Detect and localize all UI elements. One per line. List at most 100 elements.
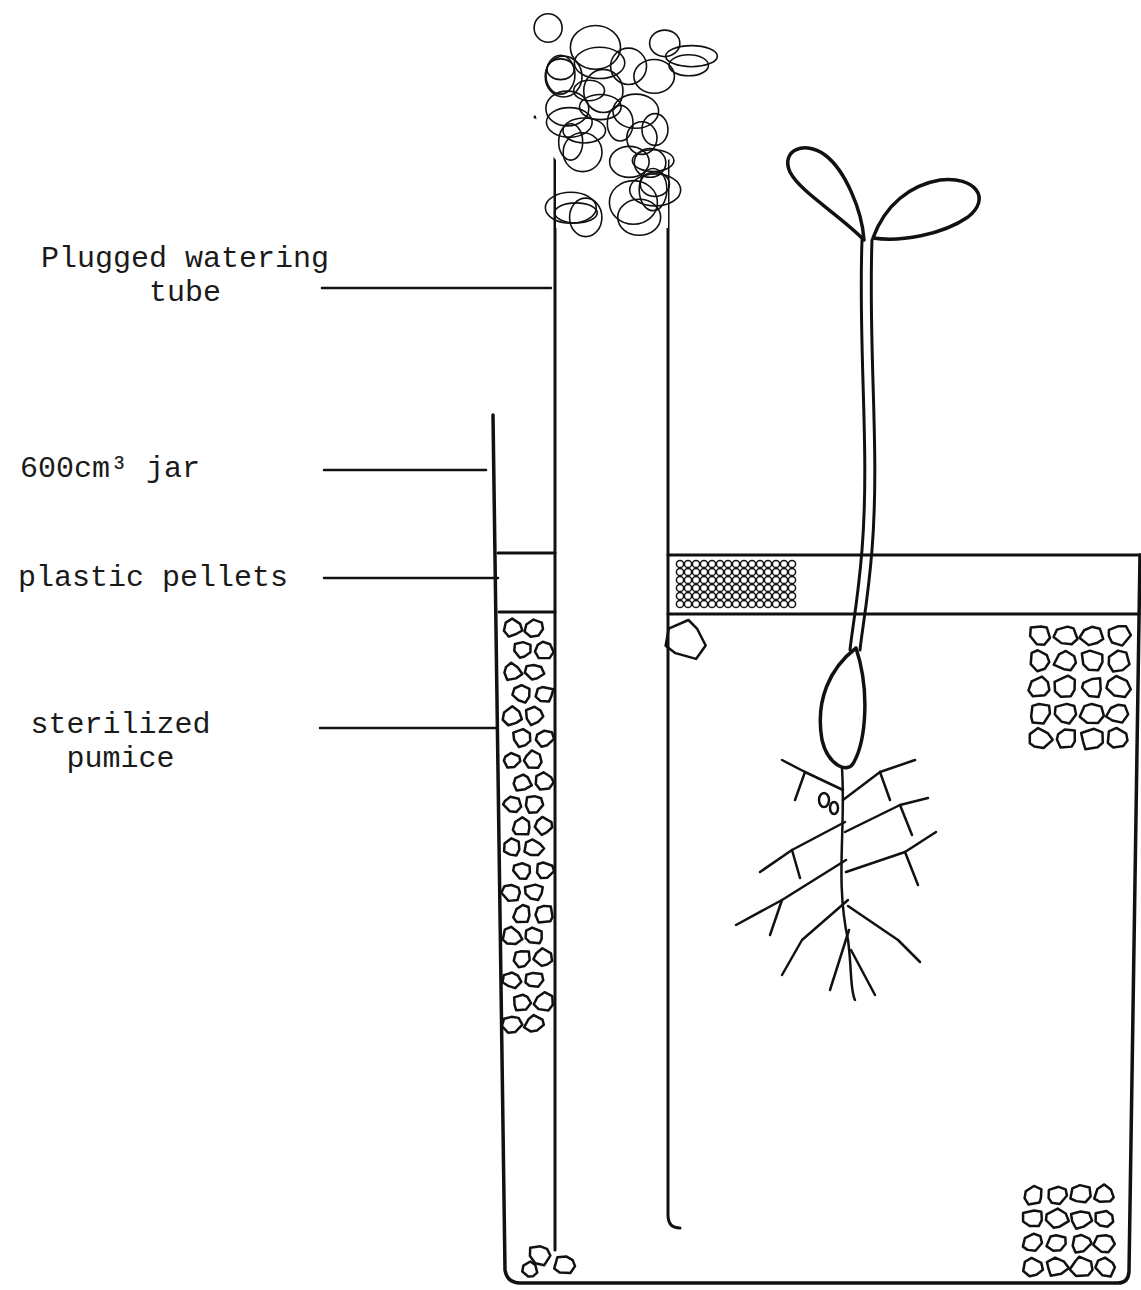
pellet bbox=[700, 568, 707, 575]
pellet bbox=[684, 576, 691, 583]
pellet bbox=[692, 592, 699, 599]
pellet bbox=[764, 568, 771, 575]
pumice-stones bbox=[501, 619, 1130, 1277]
pellet bbox=[724, 592, 731, 599]
pellet bbox=[732, 584, 739, 591]
pumice-stone bbox=[534, 992, 553, 1010]
pumice-stone bbox=[1081, 729, 1103, 749]
pellet bbox=[708, 576, 715, 583]
pumice-stone bbox=[503, 706, 522, 725]
pellet bbox=[740, 560, 747, 567]
pellet bbox=[732, 576, 739, 583]
pumice-stone bbox=[524, 750, 542, 767]
pellet bbox=[708, 592, 715, 599]
pellet bbox=[692, 568, 699, 575]
pellet bbox=[684, 568, 691, 575]
pellet bbox=[700, 560, 707, 567]
pumice-stone bbox=[514, 951, 530, 967]
pellet bbox=[676, 600, 683, 607]
pellet bbox=[740, 584, 747, 591]
pumice-stone bbox=[513, 817, 530, 834]
part-label: sterilized pumice bbox=[18, 708, 223, 776]
pumice-stone bbox=[1030, 728, 1053, 748]
pumice-stone bbox=[514, 775, 532, 791]
pumice-stone bbox=[536, 687, 554, 702]
pumice-stone bbox=[512, 685, 529, 703]
pellet bbox=[700, 592, 707, 599]
pellet bbox=[788, 568, 795, 575]
pellet bbox=[700, 600, 707, 607]
pumice-stone bbox=[537, 862, 554, 877]
pumice-stone bbox=[1106, 705, 1128, 723]
pellet bbox=[724, 576, 731, 583]
pumice-stone bbox=[1057, 730, 1075, 748]
pellet bbox=[748, 584, 755, 591]
pumice-stone bbox=[535, 906, 552, 923]
pellet bbox=[684, 560, 691, 567]
pellet bbox=[780, 576, 787, 583]
pumice-stone bbox=[536, 731, 554, 747]
pumice-stone bbox=[1079, 627, 1103, 645]
pumice-stone bbox=[1047, 1258, 1069, 1276]
pellet bbox=[764, 576, 771, 583]
pellet bbox=[740, 568, 747, 575]
pumice-stone bbox=[536, 772, 554, 789]
pumice-stone bbox=[502, 973, 521, 989]
pellet bbox=[692, 584, 699, 591]
cotton-fibre bbox=[642, 114, 668, 146]
pellet bbox=[772, 568, 779, 575]
pellet bbox=[692, 560, 699, 567]
cotton-fibre bbox=[534, 14, 562, 43]
pumice-stone bbox=[525, 973, 543, 987]
pumice-stone bbox=[1031, 650, 1050, 671]
part-label: 600cm³ jar bbox=[20, 452, 320, 486]
cotton-fibre bbox=[579, 94, 621, 119]
cotton-plug bbox=[534, 14, 717, 237]
pellet bbox=[724, 568, 731, 575]
pellet bbox=[708, 584, 715, 591]
pellet bbox=[692, 576, 699, 583]
pellet bbox=[748, 568, 755, 575]
pumice-stone bbox=[526, 796, 543, 813]
pumice-stone bbox=[504, 663, 522, 680]
pellet bbox=[700, 584, 707, 591]
pellet bbox=[732, 592, 739, 599]
watering-tube bbox=[535, 117, 690, 1250]
pumice-stone bbox=[554, 1256, 575, 1273]
cotton-fibre bbox=[650, 30, 680, 56]
pellet bbox=[756, 568, 763, 575]
pumice-stone bbox=[504, 619, 522, 637]
cotton-fibre bbox=[546, 55, 575, 94]
cotton-fibre bbox=[610, 146, 649, 177]
cotton-fibre bbox=[666, 46, 718, 67]
pellet bbox=[724, 560, 731, 567]
pumice-stone bbox=[1094, 1184, 1113, 1201]
pumice-stone bbox=[513, 905, 529, 922]
pellet bbox=[788, 576, 795, 583]
pellet bbox=[756, 592, 763, 599]
pellet bbox=[724, 600, 731, 607]
pellet bbox=[788, 592, 795, 599]
pumice-stone bbox=[525, 885, 543, 900]
pumice-stone bbox=[504, 838, 519, 855]
pumice-stone bbox=[1031, 704, 1050, 723]
pumice-stone bbox=[1082, 651, 1103, 671]
pellet bbox=[724, 584, 731, 591]
pellet bbox=[748, 560, 755, 567]
pumice-stone bbox=[525, 665, 544, 680]
cotton-fibre bbox=[630, 174, 681, 206]
pellet bbox=[788, 600, 795, 607]
pumice-stone bbox=[1095, 1258, 1115, 1277]
pellet bbox=[692, 600, 699, 607]
pumice-stone bbox=[1030, 627, 1050, 645]
pellet bbox=[716, 584, 723, 591]
pumice-stone bbox=[1096, 1211, 1113, 1227]
pellet bbox=[732, 568, 739, 575]
pumice-stone bbox=[1055, 676, 1075, 697]
pumice-stone bbox=[1109, 651, 1130, 672]
pumice-stone bbox=[524, 1015, 544, 1031]
pumice-stone bbox=[514, 642, 530, 658]
jar-outline bbox=[493, 415, 1140, 1283]
pellet bbox=[788, 560, 795, 567]
pellet bbox=[708, 568, 715, 575]
